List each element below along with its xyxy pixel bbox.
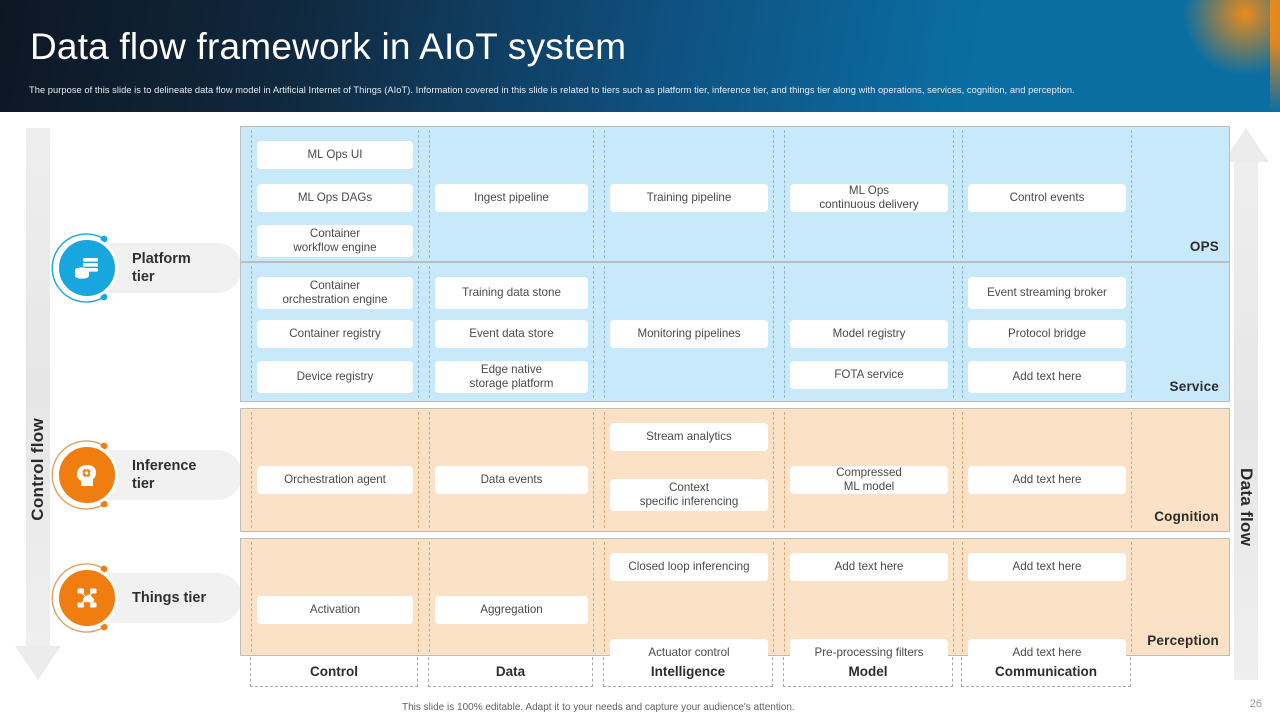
column-guide-model — [784, 542, 954, 652]
column-guide-data — [429, 130, 594, 258]
matrix-cell[interactable]: ML Ops UI — [257, 141, 413, 169]
header-accent-bar — [1270, 0, 1280, 112]
column-guide-data — [429, 542, 594, 652]
matrix-cell[interactable]: Add text here — [968, 639, 1126, 667]
tier-ring-decoration — [51, 440, 108, 510]
tier-things-line1: Things tier — [132, 589, 207, 606]
column-guide-model — [784, 266, 954, 398]
tier-inference[interactable]: Inference tier — [51, 440, 242, 510]
column-header-intelligence: Intelligence — [603, 657, 773, 687]
matrix-cell[interactable]: Event data store — [435, 320, 588, 348]
matrix-cell[interactable]: Add text here — [968, 466, 1126, 494]
tier-inference-label: Inference tier — [132, 457, 196, 493]
tier-things[interactable]: Things tier — [51, 563, 242, 633]
band-perception-label: Perception — [1147, 633, 1219, 648]
column-guide-communication — [962, 542, 1132, 652]
column-header-row: Control Data Intelligence Model Communicatio… — [240, 657, 1230, 687]
page-title: Data flow framework in AIoT system — [30, 26, 627, 67]
matrix-cell[interactable]: Aggregation — [435, 596, 588, 624]
column-guide-intelligence — [604, 412, 774, 528]
column-guide-data — [429, 412, 594, 528]
matrix-cell[interactable]: Event streaming broker — [968, 277, 1126, 309]
column-guide-control — [251, 412, 419, 528]
column-guide-control — [251, 542, 419, 652]
server-stack-icon — [56, 237, 118, 299]
matrix-cell[interactable]: Training pipeline — [610, 184, 768, 212]
column-guide-model — [784, 412, 954, 528]
matrix-cell[interactable]: Closed loop inferencing — [610, 553, 768, 581]
column-header-control: Control — [250, 657, 418, 687]
data-flow-shaft — [1234, 162, 1258, 680]
tier-ring-decoration — [51, 563, 108, 633]
matrix-cell[interactable]: FOTA service — [790, 361, 948, 389]
control-flow-shaft — [26, 128, 50, 646]
band-perception: Perception Activation Aggregation Closed l… — [240, 538, 1230, 667]
matrix-cell[interactable]: Container registry — [257, 320, 413, 348]
matrix-cell[interactable]: Activation — [257, 596, 413, 624]
column-guide-communication — [962, 412, 1132, 528]
band-cognition-label: Cognition — [1154, 509, 1219, 524]
matrix-cell[interactable]: Add text here — [968, 361, 1126, 393]
tier-ring-decoration — [51, 233, 108, 303]
head-gear-icon — [56, 444, 118, 506]
arrow-up-icon — [1223, 128, 1269, 162]
iot-network-icon — [56, 567, 118, 629]
tier-things-label: Things tier — [132, 589, 206, 607]
matrix-cell[interactable]: Add text here — [968, 553, 1126, 581]
tier-inference-line2: tier — [132, 476, 155, 492]
matrix-cell[interactable]: Data events — [435, 466, 588, 494]
matrix-cell[interactable]: Monitoring pipelines — [610, 320, 768, 348]
matrix-cell[interactable]: Protocol bridge — [968, 320, 1126, 348]
column-guide-control — [251, 266, 419, 398]
band-service-label: Service — [1169, 379, 1219, 394]
control-flow-arrow: Control flow — [15, 128, 61, 680]
column-guide-model — [784, 130, 954, 258]
matrix-cell[interactable]: Orchestration agent — [257, 466, 413, 494]
tier-platform-line2: tier — [132, 269, 155, 285]
matrix-cell[interactable]: Pre-processing filters — [790, 639, 948, 667]
tier-platform-line1: Platform — [132, 250, 191, 267]
matrix-cell[interactable]: Training data stone — [435, 277, 588, 309]
page-number: 26 — [1249, 698, 1262, 710]
matrix-cell[interactable]: Add text here — [790, 553, 948, 581]
column-guide-intelligence — [604, 266, 774, 398]
matrix-cell[interactable]: Device registry — [257, 361, 413, 393]
slide-header: Data flow framework in AIoT system The p… — [0, 0, 1280, 112]
column-header-data: Data — [428, 657, 593, 687]
tier-platform-label: Platform tier — [132, 250, 191, 286]
matrix-cell[interactable]: Stream analytics — [610, 423, 768, 451]
matrix-cell[interactable]: Control events — [968, 184, 1126, 212]
matrix-cell[interactable]: Actuator control — [610, 639, 768, 667]
matrix-cell[interactable]: Model registry — [790, 320, 948, 348]
page-subtitle: The purpose of this slide is to delineat… — [29, 85, 1075, 95]
column-guide-communication — [962, 130, 1132, 258]
matrix-cell[interactable]: ML Ops DAGs — [257, 184, 413, 212]
arrow-down-icon — [15, 646, 61, 680]
column-header-model: Model — [783, 657, 953, 687]
data-flow-arrow: Data flow — [1223, 128, 1269, 680]
column-guide-control — [251, 130, 419, 258]
band-cognition: Cognition Orchestration agent Data events… — [240, 408, 1230, 532]
column-guide-intelligence — [604, 542, 774, 652]
column-guide-communication — [962, 266, 1132, 398]
band-ops-label: OPS — [1189, 239, 1219, 254]
footer-note: This slide is 100% editable. Adapt it to… — [402, 702, 795, 713]
data-flow-label: Data flow — [1237, 468, 1256, 547]
column-header-communication: Communication — [961, 657, 1131, 687]
tier-inference-line1: Inference — [132, 457, 197, 474]
tier-platform[interactable]: Platform tier — [51, 233, 242, 303]
matrix-cell[interactable]: Ingest pipeline — [435, 184, 588, 212]
column-guide-data — [429, 266, 594, 398]
column-guide-intelligence — [604, 130, 774, 258]
